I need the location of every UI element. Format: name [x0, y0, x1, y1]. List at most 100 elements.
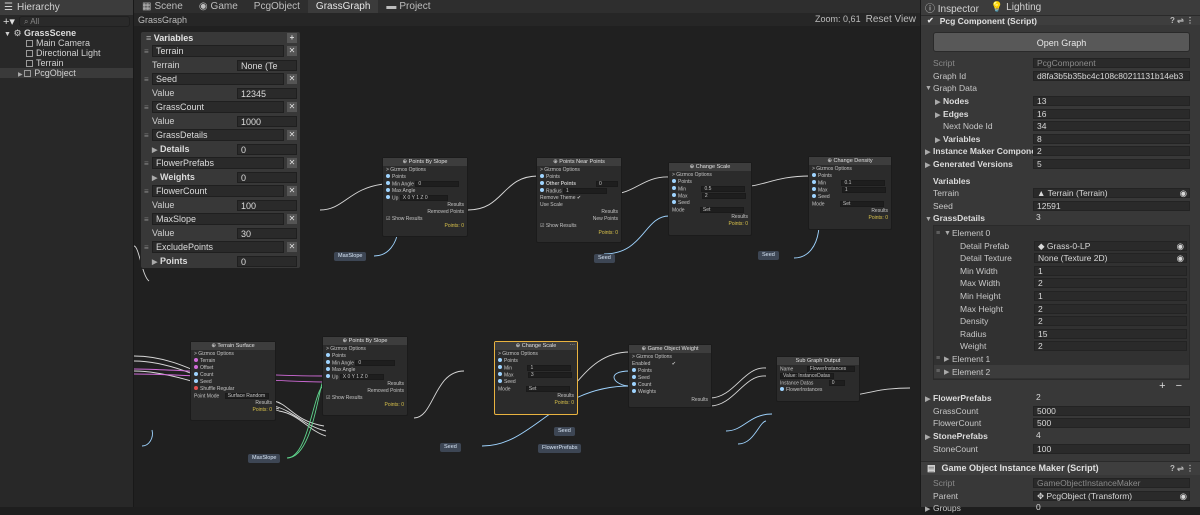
- remove-variable-button[interactable]: ✕: [287, 102, 297, 112]
- checkbox-icon[interactable]: ☑: [326, 395, 331, 401]
- density-field[interactable]: 2: [1034, 316, 1187, 327]
- drag-handle-icon[interactable]: ≡: [144, 158, 149, 168]
- variable-value-field[interactable]: None (Te: [237, 59, 297, 71]
- drag-handle-icon[interactable]: ≡: [144, 242, 149, 252]
- node-terrain-surface[interactable]: ⊕ Terrain Surface > Gizmos Options Terra…: [190, 341, 276, 421]
- open-graph-button[interactable]: Open Graph: [933, 32, 1190, 52]
- groups-size[interactable]: 0: [1036, 502, 1041, 513]
- stonecount-field[interactable]: 100: [1033, 443, 1190, 454]
- variables-count-field[interactable]: 8: [1033, 133, 1190, 144]
- variable-name-field[interactable]: FlowerPrefabs: [152, 157, 284, 169]
- variable-value-field[interactable]: 0: [237, 255, 297, 267]
- tab-lighting[interactable]: 💡 Lighting: [990, 2, 1042, 13]
- variables-handle-icon[interactable]: ≡: [146, 33, 154, 43]
- drag-handle-icon[interactable]: ≡: [144, 186, 149, 196]
- remove-variable-button[interactable]: ✕: [287, 74, 297, 84]
- tab-project[interactable]: ▬Project: [386, 1, 431, 12]
- variable-value-field[interactable]: 0: [237, 143, 297, 155]
- expand-icon[interactable]: ▼: [4, 31, 11, 38]
- graph-canvas[interactable]: ⊕ Points By Slope > Gizmos Options Point…: [134, 26, 920, 507]
- nodes-count-field[interactable]: 13: [1033, 96, 1190, 107]
- object-picker-icon[interactable]: ◉: [1179, 188, 1187, 199]
- radius-field[interactable]: 15: [1034, 328, 1187, 339]
- foldout-icon[interactable]: ▶: [925, 433, 931, 441]
- max-height-field[interactable]: 2: [1034, 303, 1187, 314]
- hierarchy-item[interactable]: Main Camera: [0, 38, 133, 48]
- foldout-icon[interactable]: ▼: [944, 229, 951, 237]
- object-picker-icon[interactable]: ◉: [1176, 253, 1184, 264]
- variable-value-field[interactable]: 1000: [237, 115, 297, 127]
- variable-value-field[interactable]: 30: [237, 227, 297, 239]
- detail-texture-field[interactable]: None (Texture 2D)◉: [1034, 253, 1187, 264]
- hierarchy-search-input[interactable]: ⌕ All: [18, 16, 130, 27]
- variable-name-field[interactable]: MaxSlope: [152, 213, 284, 225]
- node-change-scale-1[interactable]: ⊕ Change Scale > Gizmos Options Points M…: [668, 162, 752, 236]
- foldout-icon[interactable]: ▶: [944, 368, 950, 376]
- remove-variable-button[interactable]: ✕: [287, 46, 297, 56]
- weight-field[interactable]: 2: [1034, 341, 1187, 352]
- flowerprefabs-size[interactable]: 2: [1036, 392, 1041, 403]
- tab-pcgobject[interactable]: PcgObject: [253, 1, 300, 12]
- variable-node-flowerprefabs[interactable]: FlowerPrefabs: [538, 444, 582, 453]
- foldout-icon[interactable]: ▶: [925, 396, 931, 404]
- node-points-near-points[interactable]: ⊕ Points Near Points > Gizmos Options Po…: [536, 157, 622, 243]
- variable-node-maxslope[interactable]: MaxSlope: [248, 454, 281, 463]
- instance-makers-count-field[interactable]: 2: [1033, 146, 1190, 157]
- tab-scene[interactable]: ▦Scene: [142, 1, 183, 12]
- foldout-icon[interactable]: ▶: [152, 147, 158, 154]
- foldout-icon[interactable]: ▼: [925, 84, 932, 92]
- foldout-icon[interactable]: ▶: [152, 175, 158, 182]
- variable-name-field[interactable]: Seed: [152, 73, 284, 85]
- remove-element-button[interactable]: −: [1175, 379, 1182, 392]
- detail-prefab-field[interactable]: ◆ Grass-0-LP◉: [1034, 240, 1187, 251]
- variable-value-field[interactable]: 12345: [237, 87, 297, 99]
- reset-view-button[interactable]: Reset View: [865, 14, 916, 25]
- node-points-by-slope-1[interactable]: ⊕ Points By Slope > Gizmos Options Point…: [382, 157, 468, 237]
- node-sub-graph-output[interactable]: Sub Graph Output Name FlowerInstances Va…: [776, 356, 860, 402]
- remove-variable-button[interactable]: ✕: [287, 186, 297, 196]
- node-menu-icon[interactable]: ⋯: [569, 343, 576, 349]
- foldout-icon[interactable]: ▶: [925, 162, 931, 170]
- variable-name-field[interactable]: FlowerCount: [152, 185, 284, 197]
- checkbox-icon[interactable]: ✔: [927, 16, 934, 25]
- hierarchy-tab[interactable]: ☰ Hierarchy: [0, 0, 133, 15]
- foldout-icon[interactable]: ▶: [925, 506, 931, 514]
- variable-name-field[interactable]: GrassCount: [152, 101, 284, 113]
- seed-field[interactable]: 12591: [1033, 200, 1190, 211]
- variable-node-seed[interactable]: Seed: [758, 251, 779, 260]
- pcg-component-header[interactable]: ✔ Pcg Component (Script) ? ⇌ ⋮: [921, 15, 1200, 26]
- add-element-button[interactable]: +: [1159, 379, 1166, 392]
- terrain-object-field[interactable]: ▲ Terrain (Terrain)◉: [1033, 188, 1190, 199]
- foldout-icon[interactable]: ▶: [935, 99, 941, 107]
- node-change-scale-2[interactable]: ⊕ Change Scale⋯ > Gizmos Options Points …: [494, 341, 578, 415]
- generated-versions-field[interactable]: 5: [1033, 159, 1190, 170]
- foldout-icon[interactable]: ▶: [935, 136, 941, 144]
- tab-game[interactable]: ◉Game: [198, 1, 238, 12]
- node-change-density[interactable]: ⊕ Change Density > Gizmos Options Points…: [808, 156, 892, 230]
- parent-field[interactable]: ✥ PcgObject (Transform)◉: [1033, 490, 1190, 501]
- variable-node-seed[interactable]: Seed: [594, 254, 615, 263]
- edges-count-field[interactable]: 16: [1033, 108, 1190, 119]
- tab-grassgraph[interactable]: GrassGraph: [307, 0, 379, 13]
- remove-variable-button[interactable]: ✕: [287, 130, 297, 140]
- node-points-by-slope-2[interactable]: ⊕ Points By Slope > Gizmos Options Point…: [322, 336, 408, 416]
- foldout-icon[interactable]: ▶: [935, 111, 941, 119]
- hierarchy-item[interactable]: Terrain: [0, 58, 133, 68]
- drag-handle-icon[interactable]: ≡: [144, 130, 149, 140]
- hierarchy-item[interactable]: Directional Light: [0, 48, 133, 58]
- variable-node-seed[interactable]: Seed: [554, 427, 575, 436]
- add-variable-button[interactable]: +: [287, 33, 297, 43]
- drag-handle-icon[interactable]: ≡: [144, 214, 149, 224]
- foldout-icon[interactable]: ▶: [944, 355, 950, 363]
- remove-variable-button[interactable]: ✕: [287, 242, 297, 252]
- flowercount-field[interactable]: 500: [1033, 418, 1190, 429]
- graph-id-field[interactable]: d8fa3b5b35bc4c108c80211131b14eb3: [1033, 70, 1190, 81]
- remove-variable-button[interactable]: ✕: [287, 214, 297, 224]
- node-game-object-weight[interactable]: ⊕ Game Object Weight > Gizmos Options En…: [628, 344, 712, 408]
- variable-node-seed[interactable]: Seed: [440, 443, 461, 452]
- drag-handle-icon[interactable]: ≡: [936, 368, 941, 376]
- variable-name-field[interactable]: GrassDetails: [152, 129, 284, 141]
- grassdetails-size[interactable]: 3: [1036, 212, 1041, 223]
- min-width-field[interactable]: 1: [1034, 265, 1187, 276]
- drag-handle-icon[interactable]: ≡: [936, 355, 941, 363]
